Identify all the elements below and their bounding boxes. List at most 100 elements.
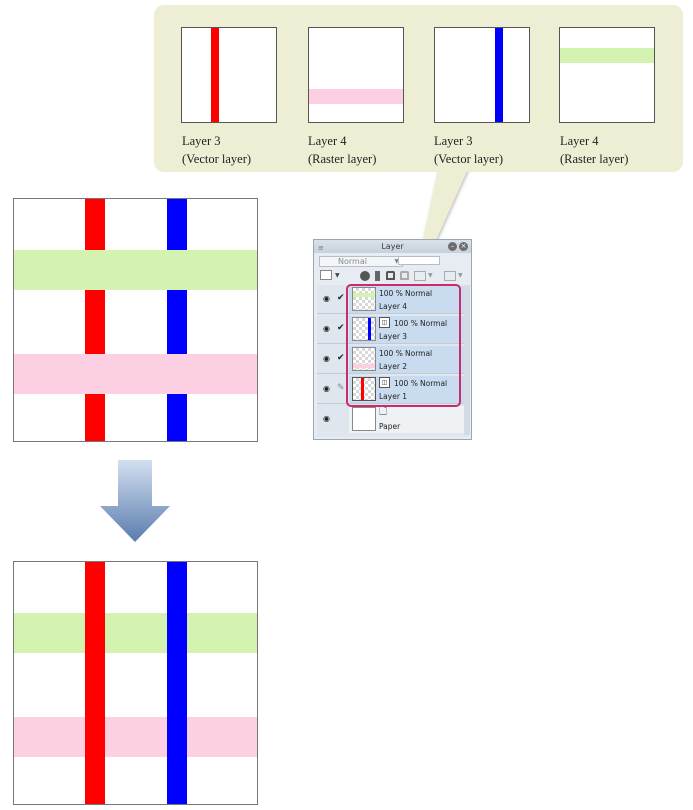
caption-name: Layer 4 bbox=[308, 134, 347, 148]
caption-type: (Raster layer) bbox=[308, 152, 377, 166]
layer-opacity: 100 % bbox=[394, 319, 418, 328]
pink-band bbox=[14, 354, 257, 394]
pink-band-mark bbox=[353, 364, 375, 368]
layer-thumbnail bbox=[352, 377, 376, 401]
thumb-layer3-vector-blue bbox=[434, 27, 530, 123]
opacity-slider[interactable] bbox=[398, 256, 440, 265]
thumb-layer4-raster-pink bbox=[308, 27, 404, 123]
check-icon[interactable]: ✔ bbox=[337, 353, 345, 363]
layer-mode: Normal bbox=[420, 379, 448, 388]
layer-panel: ≡ Layer – × Normal ▼ ▼ ▼ ▼ ◉ ✔ 100 % bbox=[313, 239, 472, 440]
close-icon[interactable]: × bbox=[459, 242, 468, 251]
layer-info: 100 % Normal Layer 4 bbox=[349, 286, 468, 313]
layer-row-layer3[interactable]: ◉ ✔ ◫ 100 % Normal Layer 3 bbox=[317, 315, 469, 344]
layer-thumbnail bbox=[352, 347, 376, 371]
eye-icon[interactable]: ◉ bbox=[323, 294, 330, 303]
grip-icon[interactable]: ≡ bbox=[318, 244, 324, 252]
layer-highlight-frame bbox=[346, 284, 461, 407]
chevron-down-icon[interactable]: ▼ bbox=[335, 272, 340, 279]
minimize-icon[interactable]: – bbox=[448, 242, 457, 251]
caption-name: Layer 3 bbox=[434, 134, 473, 148]
layer-opacity: 100 % bbox=[379, 349, 403, 358]
panel-title-bar[interactable]: ≡ Layer – × bbox=[314, 240, 471, 253]
eye-icon[interactable]: ◉ bbox=[323, 354, 330, 363]
layer-mode: Normal bbox=[405, 289, 433, 298]
layer-info: 🗋 Paper bbox=[349, 406, 468, 433]
layer-row-layer2[interactable]: ◉ ✔ 100 % Normal Layer 2 bbox=[317, 345, 469, 374]
layer-name: Paper bbox=[379, 422, 401, 431]
layer-mode: Normal bbox=[405, 349, 433, 358]
check-icon[interactable]: ✔ bbox=[337, 323, 345, 333]
lock-icon[interactable] bbox=[386, 271, 395, 280]
red-stroke-mark bbox=[361, 378, 364, 400]
layer-row-layer1[interactable]: ◉ ✎ ◫ 100 % Normal Layer 1 bbox=[317, 375, 469, 404]
caption-name: Layer 4 bbox=[560, 134, 599, 148]
blue-stroke-mark bbox=[495, 28, 503, 122]
layer-thumbnail bbox=[352, 407, 376, 431]
layer-list-scrollbar[interactable] bbox=[464, 285, 470, 435]
layer-name: Layer 2 bbox=[379, 362, 408, 371]
color-swatch-icon[interactable] bbox=[320, 270, 332, 280]
caption-type: (Raster layer) bbox=[560, 152, 629, 166]
blue-stroke bbox=[167, 199, 187, 441]
reference-layer-icon[interactable] bbox=[375, 271, 380, 281]
eye-icon[interactable]: ◉ bbox=[323, 414, 330, 423]
lock-transparency-icon[interactable] bbox=[400, 271, 409, 280]
paper-icon: 🗋 bbox=[379, 406, 388, 417]
layer-row-layer4[interactable]: ◉ ✔ 100 % Normal Layer 4 bbox=[317, 285, 469, 314]
down-arrow-icon bbox=[100, 460, 170, 542]
green-band-mark bbox=[560, 48, 654, 63]
green-band-mark bbox=[353, 293, 375, 297]
layer-name: Layer 1 bbox=[379, 392, 408, 401]
green-band bbox=[14, 613, 257, 653]
panel-title: Layer bbox=[381, 242, 404, 251]
vector-layer-icon: ◫ bbox=[379, 377, 390, 388]
caption-4: Layer 4 (Raster layer) bbox=[560, 132, 628, 168]
chevron-down-icon[interactable]: ▼ bbox=[428, 272, 433, 279]
mask-icon[interactable] bbox=[414, 271, 426, 281]
thumb-layer3-vector-red bbox=[181, 27, 277, 123]
layer-info: 100 % Normal Layer 2 bbox=[349, 346, 468, 373]
layer-toolbar: ▼ ▼ ▼ bbox=[318, 270, 468, 284]
green-band bbox=[14, 250, 257, 290]
red-stroke bbox=[85, 199, 105, 441]
layer-callout: Layer 3 (Vector layer) Layer 4 (Raster l… bbox=[154, 5, 683, 172]
layer-thumbnail bbox=[352, 287, 376, 311]
layer-thumbnail bbox=[352, 317, 376, 341]
caption-name: Layer 3 bbox=[182, 134, 221, 148]
eye-icon[interactable]: ◉ bbox=[323, 384, 330, 393]
vector-layer-icon: ◫ bbox=[379, 317, 390, 328]
blend-mode-value: Normal bbox=[338, 257, 367, 266]
caption-3: Layer 3 (Vector layer) bbox=[434, 132, 503, 168]
layer-mode: Normal bbox=[420, 319, 448, 328]
caption-type: (Vector layer) bbox=[434, 152, 504, 166]
caption-type: (Vector layer) bbox=[182, 152, 252, 166]
caption-2: Layer 4 (Raster layer) bbox=[308, 132, 376, 168]
red-stroke-mark bbox=[211, 28, 219, 122]
layer-row-paper[interactable]: ◉ 🗋 Paper bbox=[317, 405, 469, 434]
layer-list: ◉ ✔ 100 % Normal Layer 4 ◉ ✔ ◫ 100 % Nor bbox=[317, 285, 469, 437]
layer-opacity: 100 % bbox=[379, 289, 403, 298]
pencil-icon[interactable]: ✎ bbox=[337, 383, 345, 393]
blue-stroke-mark bbox=[368, 318, 371, 340]
caption-1: Layer 3 (Vector layer) bbox=[182, 132, 251, 168]
blend-mode-select[interactable]: Normal ▼ bbox=[319, 256, 403, 267]
thumb-layer4-raster-green bbox=[559, 27, 655, 123]
chevron-down-icon[interactable]: ▼ bbox=[458, 272, 463, 279]
layer-info: ◫ 100 % Normal Layer 3 bbox=[349, 316, 468, 343]
layer-name: Layer 4 bbox=[379, 302, 408, 311]
ruler-icon[interactable] bbox=[444, 271, 456, 281]
pink-band-mark bbox=[309, 89, 403, 104]
eye-icon[interactable]: ◉ bbox=[323, 324, 330, 333]
canvas-before bbox=[13, 198, 258, 442]
check-icon[interactable]: ✔ bbox=[337, 293, 345, 303]
canvas-after bbox=[13, 561, 258, 805]
pink-band bbox=[14, 717, 257, 757]
red-stroke bbox=[85, 562, 105, 804]
clip-mask-icon[interactable] bbox=[360, 271, 370, 281]
blue-stroke bbox=[167, 562, 187, 804]
chevron-down-icon: ▼ bbox=[394, 258, 399, 265]
layer-name: Layer 3 bbox=[379, 332, 408, 341]
layer-opacity: 100 % bbox=[394, 379, 418, 388]
layer-info: ◫ 100 % Normal Layer 1 bbox=[349, 376, 468, 403]
